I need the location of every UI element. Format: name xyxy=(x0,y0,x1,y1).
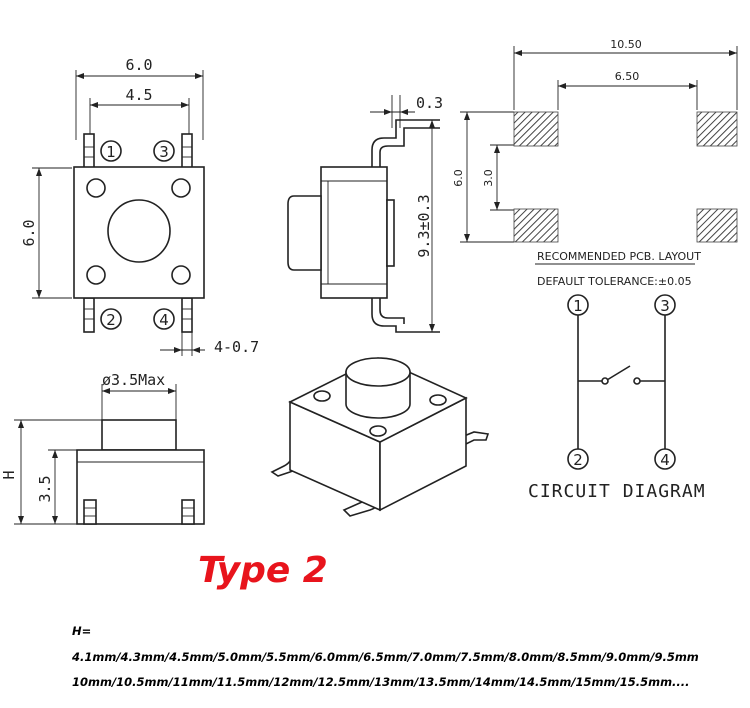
pcb-layout-title: RECOMMENDED PCB. LAYOUT xyxy=(537,250,701,263)
circuit-pin-3-label: 3 xyxy=(660,297,670,315)
pcb-inner-width-dimension: 6.50 xyxy=(557,70,698,110)
side-lower-lead xyxy=(371,298,440,333)
pin-2-label: 2 xyxy=(106,311,116,329)
actuator-top xyxy=(107,199,171,263)
circuit-pin-4-label: 4 xyxy=(660,451,670,469)
pin-1-label: 1 xyxy=(106,143,116,161)
pcb-inner-height-dimension: 3.0 xyxy=(482,144,514,211)
pin-width-dimension: 4-0.7 xyxy=(160,330,259,356)
top-height-label: 6.0 xyxy=(20,219,38,246)
pad-1 xyxy=(513,111,559,147)
top-width-inner-dimension: 4.5 xyxy=(89,86,190,140)
pin-3-marker xyxy=(153,140,175,162)
pcb-layout: 10.50 6.50 6.0 3.0 xyxy=(452,38,738,288)
pin-4-marker xyxy=(153,308,175,330)
circuit-pin-1-label: 1 xyxy=(573,297,583,315)
cap-diameter-dimension: ø3.5Max xyxy=(101,371,177,420)
switch-body-side xyxy=(320,166,388,299)
pin-3-label: 3 xyxy=(159,143,169,161)
front-view: ø3.5Max H 3.5 xyxy=(0,371,205,525)
circuit-pin-2-label: 2 xyxy=(573,451,583,469)
top-height-dimension: 6.0 xyxy=(20,167,72,299)
pin-1-marker xyxy=(100,140,122,162)
actuator-front xyxy=(101,419,177,451)
pin-2-marker xyxy=(100,308,122,330)
actuator-side xyxy=(287,195,322,271)
side-upper-lead xyxy=(371,119,440,168)
pcb-tolerance-label: DEFAULT TOLERANCE:±0.05 xyxy=(537,275,692,288)
lower-leads xyxy=(83,297,193,333)
pcb-outer-width-label: 10.50 xyxy=(610,38,642,51)
pcb-outer-width-dimension: 10.50 xyxy=(513,38,738,110)
circuit-diagram-title: CIRCUIT DIAGRAM xyxy=(528,481,706,502)
switch-body-top xyxy=(73,166,205,299)
front-body-height-label: 3.5 xyxy=(36,475,54,502)
pad-2 xyxy=(513,208,559,243)
front-h-label: H xyxy=(0,470,18,479)
pad-3 xyxy=(696,111,738,147)
top-view: 6.0 4.5 6.0 xyxy=(20,56,259,356)
lead-thickness-label: 0.3 xyxy=(416,94,443,112)
side-height-dimension: 9.3±0.3 xyxy=(415,120,435,332)
cap-diameter-label: ø3.5Max xyxy=(102,371,165,389)
pin-4-label: 4 xyxy=(159,311,169,329)
pin-width-label: 4-0.7 xyxy=(214,338,259,356)
h-values-line-1: 4.1mm/4.3mm/4.5mm/5.0mm/5.5mm/6.0mm/6.5m… xyxy=(72,650,699,664)
front-body-height-dimension: 3.5 xyxy=(36,449,77,524)
side-view: 0.3 9.3±0.3 xyxy=(287,94,443,333)
h-values-label: H= xyxy=(72,624,92,638)
pcb-inner-width-label: 6.50 xyxy=(615,70,640,83)
top-width-outer-label: 6.0 xyxy=(125,56,152,74)
top-width-inner-label: 4.5 xyxy=(125,86,152,104)
type-title: Type 2 xyxy=(198,550,328,591)
side-height-label: 9.3±0.3 xyxy=(415,194,433,257)
switch-contact xyxy=(606,365,631,381)
lead-thickness-dimension: 0.3 xyxy=(370,94,443,128)
top-width-outer-dimension: 6.0 xyxy=(75,56,204,140)
h-values-line-2: 10mm/10.5mm/11mm/11.5mm/12mm/12.5mm/13mm… xyxy=(72,675,690,689)
pad-4 xyxy=(696,208,738,243)
isometric-view xyxy=(270,357,490,517)
pcb-outer-height-dimension: 6.0 xyxy=(452,111,514,243)
upper-leads xyxy=(83,133,193,169)
pcb-outer-height-label: 6.0 xyxy=(452,169,465,187)
circuit-diagram: 1 3 2 4 CIRCUIT DIAGRAM xyxy=(528,294,706,502)
front-h-dimension: H xyxy=(0,419,102,525)
iso-lead-right xyxy=(463,431,490,446)
pcb-inner-height-label: 3.0 xyxy=(482,169,495,187)
